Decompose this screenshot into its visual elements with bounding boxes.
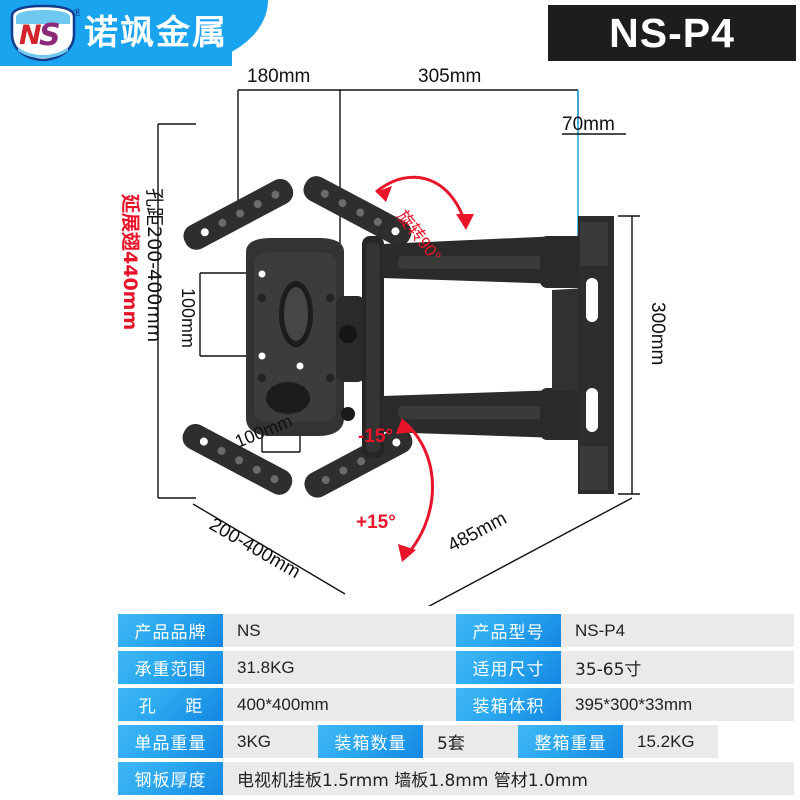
svg-text:S: S xyxy=(39,18,61,53)
dim-300mm: 300mm xyxy=(647,302,668,365)
spec-label: 产品型号 xyxy=(456,614,561,647)
spec-label: 孔 距 xyxy=(118,688,223,721)
spec-label: 产品品牌 xyxy=(118,614,223,647)
table-row: 孔 距 400*400mm 装箱体积 395*300*33mm xyxy=(118,688,794,721)
spec-label: 装箱数量 xyxy=(318,725,423,758)
specification-table: 产品品牌 NS 产品型号 NS-P4 承重范围 31.8KG 适用尺寸 35-6… xyxy=(118,614,794,799)
dim-485mm: 485mm xyxy=(444,508,510,556)
spec-value: 3KG xyxy=(223,725,318,758)
tilt-up-label: -15° xyxy=(358,426,393,447)
tilt-annotation: -15° +15° xyxy=(356,418,434,562)
spec-value: 5套 xyxy=(423,725,518,758)
model-badge-text: NS-P4 xyxy=(609,9,735,56)
extension-label: 延展翅440mm xyxy=(119,193,142,330)
product-diagram: 旋转90° -15° +15° 180mm 305mm 70mm 300mm 1… xyxy=(0,66,800,606)
spec-value: 400*400mm xyxy=(223,688,456,721)
hole-pitch-label: 孔距200-400mm xyxy=(143,188,165,342)
spec-label: 钢板厚度 xyxy=(118,762,223,795)
table-row: 钢板厚度 电视机挂板1.5rmm 墙板1.8mm 管材1.0mm xyxy=(118,762,794,795)
spec-value: 电视机挂板1.5rmm 墙板1.8mm 管材1.0mm xyxy=(223,762,794,795)
brand-name: 诺飒金属 xyxy=(84,13,228,53)
tilt-down-label: +15° xyxy=(356,512,396,533)
spec-label: 整箱重量 xyxy=(518,725,623,758)
dim-70mm: 70mm xyxy=(562,114,615,135)
spec-label: 装箱体积 xyxy=(456,688,561,721)
spec-value: 31.8KG xyxy=(223,651,456,684)
diagram-svg: 旋转90° -15° +15° 180mm 305mm 70mm 300mm 1… xyxy=(119,66,668,606)
table-row: 单品重量 3KG 装箱数量 5套 整箱重量 15.2KG xyxy=(118,725,794,758)
table-row: 产品品牌 NS 产品型号 NS-P4 xyxy=(118,614,794,647)
spec-label: 承重范围 xyxy=(118,651,223,684)
svg-text:N: N xyxy=(19,20,42,51)
tv-mount-illustration xyxy=(182,176,614,498)
spec-label: 单品重量 xyxy=(118,725,223,758)
svg-text:®: ® xyxy=(72,6,80,19)
dim-100mm-vertical: 100mm xyxy=(178,288,198,348)
dim-180mm: 180mm xyxy=(247,66,310,87)
model-badge: NS-P4 xyxy=(548,5,796,61)
spec-value: NS-P4 xyxy=(561,614,794,647)
spec-value: 395*300*33mm xyxy=(561,688,794,721)
dim-arm-span: 200-400mm xyxy=(206,514,304,583)
spec-value: 35-65寸 xyxy=(561,651,794,684)
spec-value: NS xyxy=(223,614,456,647)
dim-305mm: 305mm xyxy=(418,66,481,87)
spec-value: 15.2KG xyxy=(623,725,718,758)
spec-label: 适用尺寸 xyxy=(456,651,561,684)
ns-shield-logo-icon: N S ® xyxy=(10,4,80,62)
table-row: 承重范围 31.8KG 适用尺寸 35-65寸 xyxy=(118,651,794,684)
page-header: N S ® 诺飒金属 NS-P4 xyxy=(0,0,800,66)
